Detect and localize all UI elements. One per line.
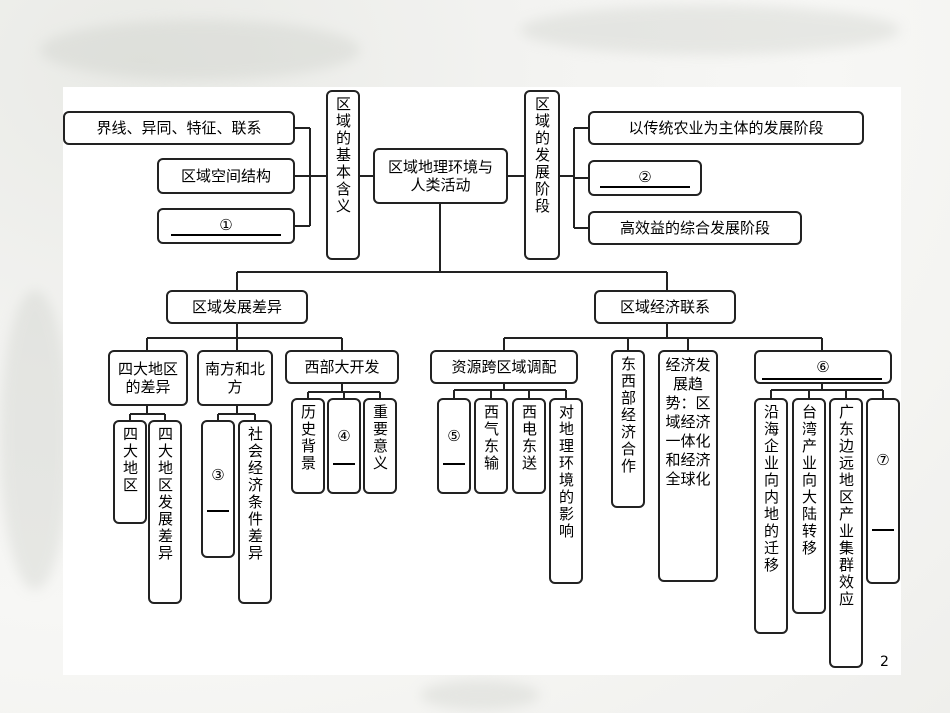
linkage-resource-child-2: 西电东送 [512,398,546,494]
ink-decoration [0,290,70,590]
linkage-resource-child-3: 对地理环境的影响 [549,398,583,584]
blank-2[interactable]: ② [600,168,690,188]
blank-7-line [872,529,894,531]
blank-1-box: ① [157,208,295,244]
difference-group-2: 南方和北方 [197,350,273,406]
ink-decoration [520,5,900,55]
difference-group-3: 西部大开发 [285,350,399,384]
linkage-resource-child-1: 西气东输 [474,398,508,494]
ink-decoration [420,680,540,710]
difference-g2-child: 社会经济条件差异 [238,420,272,604]
difference-g1-child-1: 四大地区 [113,420,147,524]
linkage-coop: 东西部经济合作 [611,350,645,508]
blank-6-line [762,378,882,380]
difference-g3-child-1: 历史背景 [291,398,325,494]
development-item-1: 以传统农业为主体的发展阶段 [588,111,864,145]
blank-5[interactable]: ⑤ [447,427,461,445]
linkage-g6-child-3: 广东边远地区产业集群效应 [829,398,863,668]
blank-4-line [333,463,355,465]
basic-item-2: 区域空间结构 [157,158,295,194]
basic-title: 区域的基本含义 [334,96,352,215]
center-topic: 区域地理环境与人类活动 [373,148,508,204]
blank-3-box: ③ [201,420,235,558]
blank-1[interactable]: ① [171,216,281,236]
blank-2-box: ② [588,160,702,196]
difference-title: 区域发展差异 [166,290,308,324]
linkage-resource: 资源跨区域调配 [430,350,578,384]
blank-3-line [207,510,229,512]
linkage-g6-child-2: 台湾产业向大陆转移 [792,398,826,614]
blank-4-box: ④ [327,398,361,494]
basic-item-1: 界线、异同、特征、联系 [63,111,295,145]
difference-group-1: 四大地区的差异 [108,350,188,406]
page-number: 2 [880,654,889,670]
development-title: 区域的发展阶段 [533,96,551,215]
linkage-trend: 经济发展趋势：区域经济一体化和经济全球化 [658,350,718,582]
difference-g1-child-2: 四大地区发展差异 [148,420,182,604]
difference-g3-child-2: 重要意义 [363,398,397,494]
ink-decoration [40,20,360,80]
development-item-2: 高效益的综合发展阶段 [588,211,802,245]
blank-7[interactable]: ⑦ [876,451,890,469]
center-topic-label: 区域地理环境与人类活动 [387,158,493,194]
linkage-g6-child-1: 沿海企业向内地的迁移 [754,398,788,634]
basic-title-box: 区域的基本含义 [326,90,360,260]
blank-4[interactable]: ④ [337,427,351,445]
blank-3[interactable]: ③ [211,466,225,484]
blank-6[interactable]: ⑥ [816,358,830,376]
development-title-box: 区域的发展阶段 [524,90,560,260]
blank-5-box: ⑤ [437,398,471,494]
blank-5-line [443,463,465,465]
blank-7-box: ⑦ [866,398,900,584]
linkage-title: 区域经济联系 [594,290,736,324]
